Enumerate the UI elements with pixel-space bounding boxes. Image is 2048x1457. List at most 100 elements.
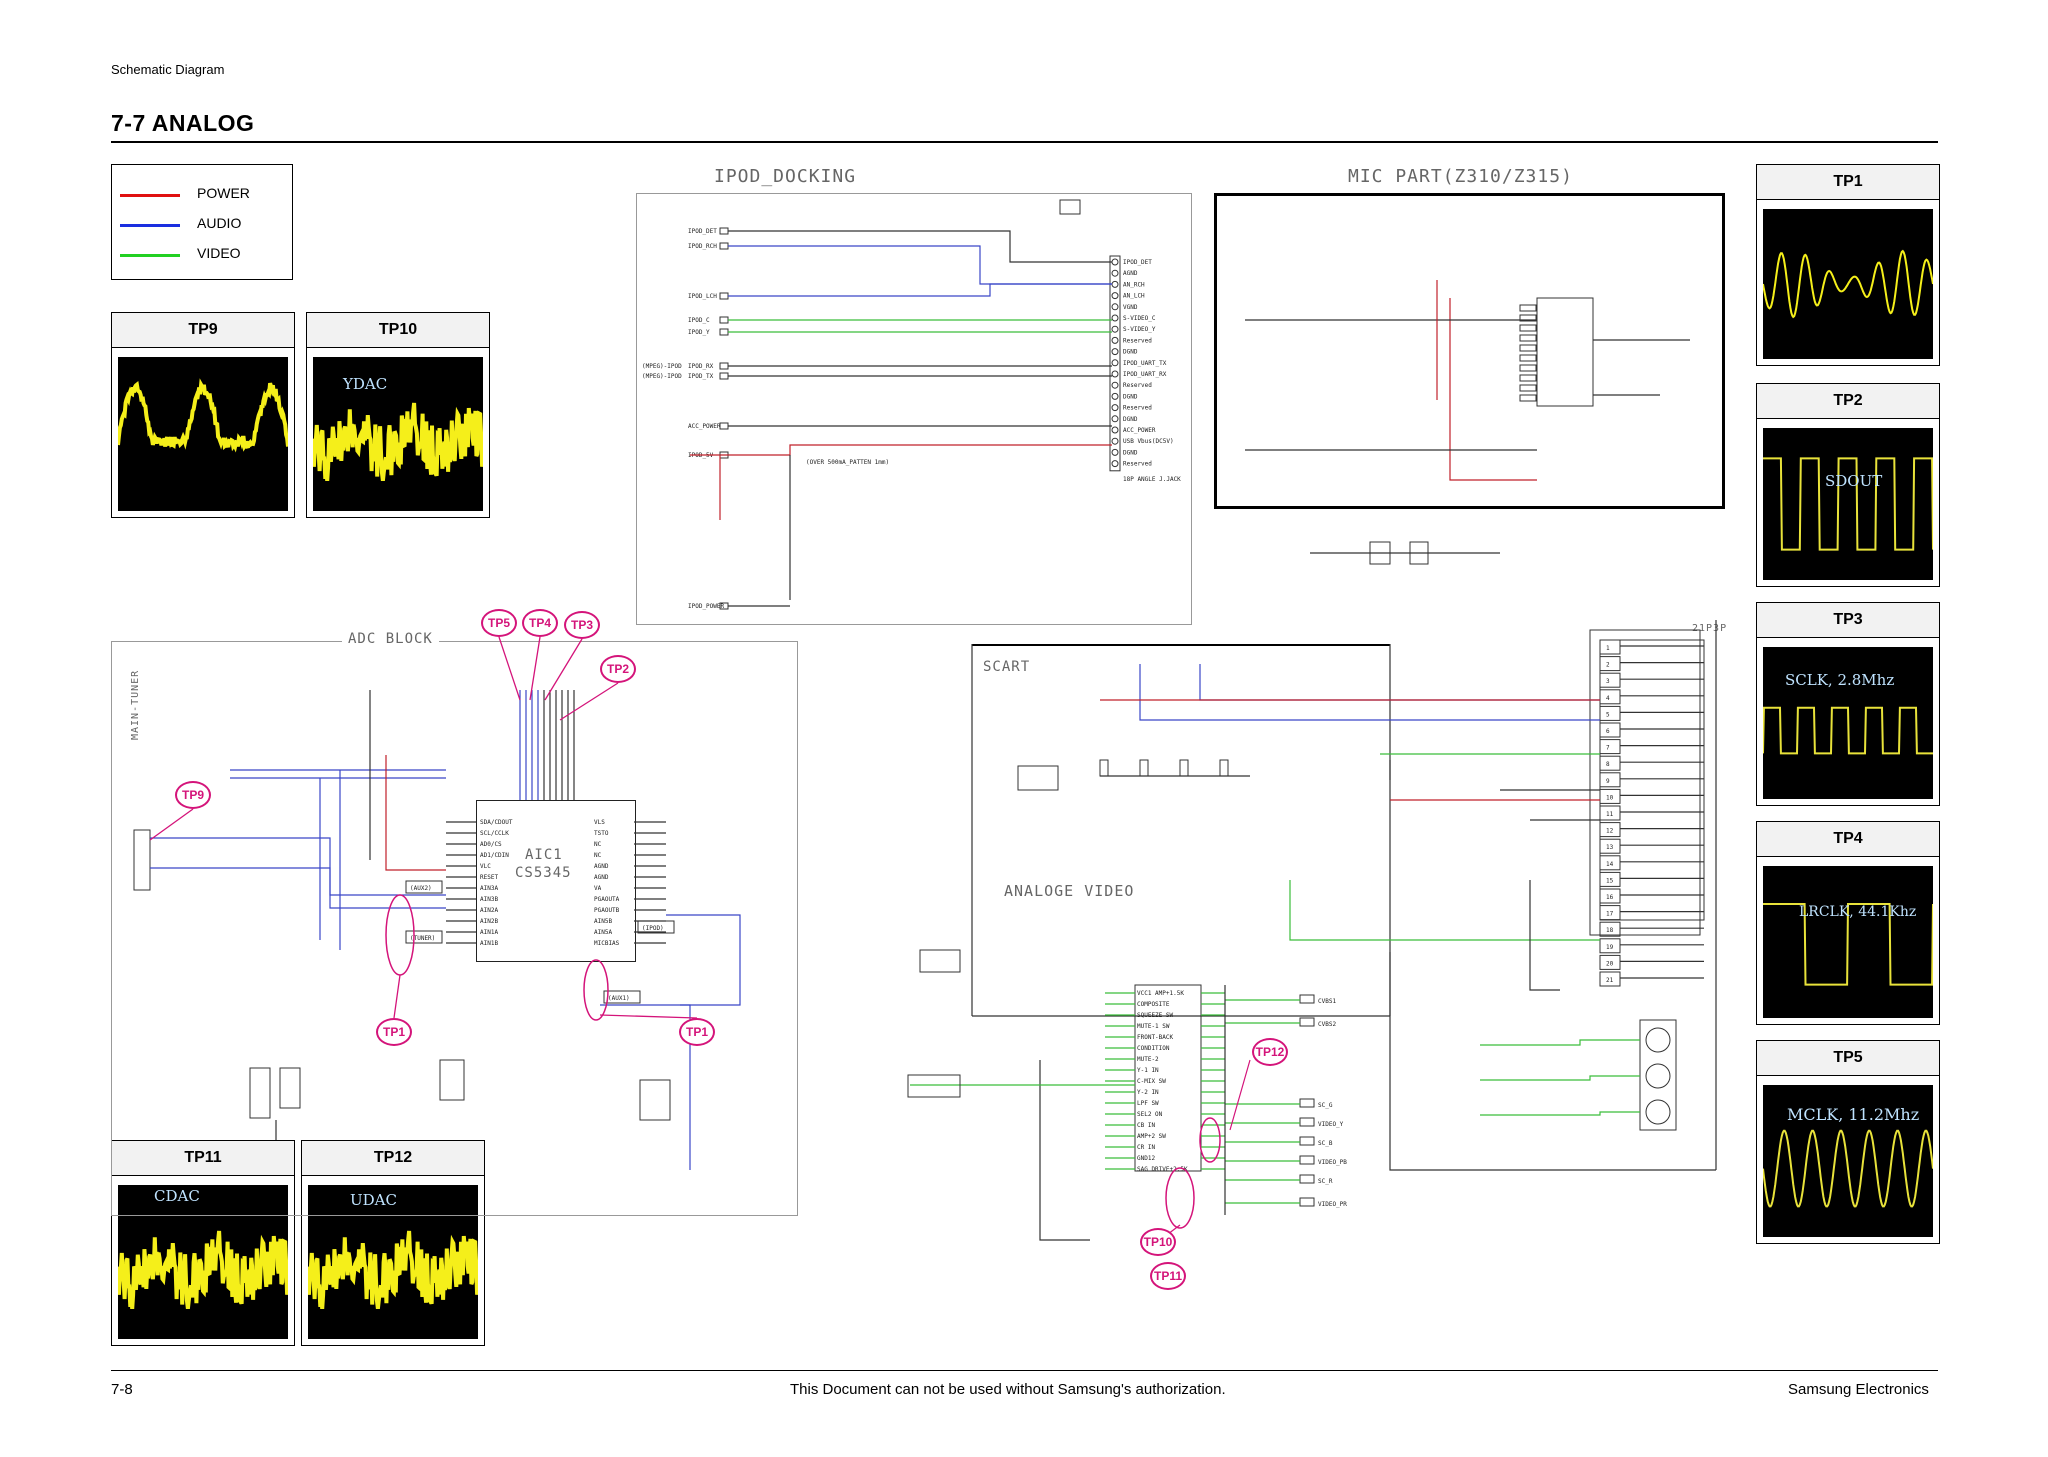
aic-left-pin-label: AIN3B: [480, 896, 498, 903]
aic-right-pin-label: TSTO: [594, 830, 609, 837]
ipod-det-wire: [728, 230, 1112, 263]
scart-pin-number: 3: [1606, 678, 1610, 685]
ipod-connector-label: VGND: [1123, 304, 1138, 311]
tp9-trace-svg: [118, 378, 288, 453]
scart-transistor: [1179, 759, 1189, 777]
ipod-connector-pin: [1111, 336, 1119, 344]
scart-pin-number: 15: [1606, 877, 1614, 884]
tp11-trace-svg: [118, 1230, 288, 1310]
video-out-port: [1299, 1117, 1315, 1127]
video-ic-pin-label: SAG DRIVE+2.5K: [1137, 1166, 1188, 1173]
tp1-waveform: [1763, 209, 1933, 359]
ipod-connector-pin: [1111, 404, 1119, 412]
aic-right-pin-label: NC: [594, 852, 602, 859]
tp2-signal-label: SDOUT: [1825, 472, 1883, 490]
scart-transistor: [1219, 759, 1229, 777]
scart-pin-number: 7: [1606, 745, 1610, 752]
adc-power-rail: [385, 755, 446, 871]
tp10-tp11-marker: [1165, 1167, 1195, 1229]
scart-audio-l: [1139, 664, 1600, 721]
scart-pin-number: 17: [1606, 911, 1614, 918]
ipod-connector-label: DGND: [1123, 449, 1138, 456]
mic-pin-resistor: [1519, 344, 1537, 352]
aic-right-pin-label: PGAOUTA: [594, 896, 620, 903]
aic-left-pin-label: AIN3A: [480, 885, 498, 892]
video-ic-pin-label: COMPOSITE: [1137, 1001, 1170, 1008]
callout-tp12: TP12: [1252, 1038, 1288, 1066]
tp9-waveform: [118, 357, 288, 511]
scart-pin-number: 9: [1606, 778, 1610, 785]
ipod-connector-pin: [1111, 370, 1119, 378]
scart-input-block: [1017, 765, 1059, 791]
adc-input-tag: (AUX1): [608, 995, 630, 1002]
adc-tuner-audio-r: [150, 837, 446, 896]
ipod-audio-wire-l: [728, 245, 1112, 285]
tp1-title: TP1: [1757, 165, 1939, 200]
mic-pin-resistor: [1519, 374, 1537, 382]
callout-tp2: TP2: [600, 655, 636, 683]
scart-pin-number: 4: [1606, 695, 1610, 702]
mic-part-title: MIC PART(Z310/Z315): [1348, 166, 1573, 187]
ipod-port-marker: [719, 242, 729, 250]
tp4-panel: TP4 LRCLK, 44.1Khz: [1756, 821, 1940, 1025]
tp10-waveform: YDAC: [313, 357, 483, 511]
ipod-connector-label: Reserved: [1123, 405, 1152, 412]
ipod-left-label: IPOD_C: [688, 317, 710, 324]
video-ic-pin-label: SQUEEZE SW: [1137, 1012, 1174, 1019]
mic-pin-resistor: [1519, 354, 1537, 362]
video-out-label: CVBS2: [1318, 1021, 1336, 1028]
callout-tp1-right: TP1: [679, 1018, 715, 1046]
mic-amp-ic: [1536, 297, 1594, 407]
scart-panel-top: [972, 644, 1390, 646]
scart-pin-number: 12: [1606, 828, 1614, 835]
ipod-connector-label: AN_RCH: [1123, 281, 1145, 288]
video-out-label: VIDEO_PR: [1318, 1201, 1347, 1208]
ipod-connector-pin: [1111, 392, 1119, 400]
tp5-trace: [1763, 1129, 1933, 1208]
scart-pin-box: [1599, 855, 1621, 871]
scart-audio-r: [1199, 664, 1600, 701]
adc-jumper-block-2: [279, 1067, 301, 1109]
tp9-trace: [118, 378, 288, 453]
video-ic-pin-label: CONDITION: [1137, 1045, 1170, 1052]
video-ic-pin-label: Y-1 IN: [1137, 1067, 1159, 1074]
adc-block-panel: [111, 641, 798, 1216]
callout-tp9: TP9: [175, 781, 211, 809]
aic-right-pin-label: AIN5A: [594, 929, 612, 936]
scart-pin-number: 10: [1606, 794, 1614, 801]
video-dac-capacitor: [919, 949, 961, 973]
aic-right-pin-label: AIN5B: [594, 918, 612, 925]
title-divider: [111, 141, 1938, 143]
scart-pin-number: 20: [1606, 960, 1614, 967]
tp3-trace: [1763, 706, 1933, 755]
ipod-connector-label: AN_LCH: [1123, 293, 1145, 300]
ipod-5v-wire: [690, 444, 1112, 456]
video-out-label: CVBS1: [1318, 998, 1336, 1005]
scart-pin-20-wire: [1529, 880, 1560, 991]
aic-left-pin-label: SCL/CCLK: [480, 830, 509, 837]
scart-pin-box: [1599, 921, 1621, 937]
tp4-title: TP4: [1757, 822, 1939, 857]
ipod-connector-label: Reserved: [1123, 382, 1152, 389]
ipod-docking-title: IPOD_DOCKING: [714, 166, 857, 187]
ipod-connector-label: IPOD_UART_RX: [1123, 371, 1167, 378]
scart-pin-box: [1599, 705, 1621, 721]
mic-part-panel: [1214, 193, 1725, 509]
scart-pin-box: [1599, 656, 1621, 672]
scart-connector-label: 21P3P: [1692, 623, 1728, 634]
adc-jumper-block: [249, 1067, 271, 1119]
tp10-panel: TP10 YDAC: [306, 312, 490, 518]
aic-left-pin-label: SDA/CDOUT: [480, 819, 513, 826]
scart-transistor: [1139, 759, 1149, 777]
tp1-trace: [1763, 249, 1933, 319]
tp1-panel: TP1: [1756, 164, 1940, 366]
scart-pin-box: [1599, 805, 1621, 821]
adc-input-tag-box: [405, 880, 443, 894]
component-y-out: [1480, 1039, 1640, 1046]
scart-pin-number: 2: [1606, 662, 1610, 669]
ipod-docking-panel: [636, 193, 1192, 625]
aic-right-pin-label: NC: [594, 841, 602, 848]
ipod-connector-label: USB Vbus(DC5V): [1123, 438, 1174, 445]
ipod-port-marker: [719, 316, 729, 324]
ipod-left-label: IPOD_DET: [688, 228, 717, 235]
